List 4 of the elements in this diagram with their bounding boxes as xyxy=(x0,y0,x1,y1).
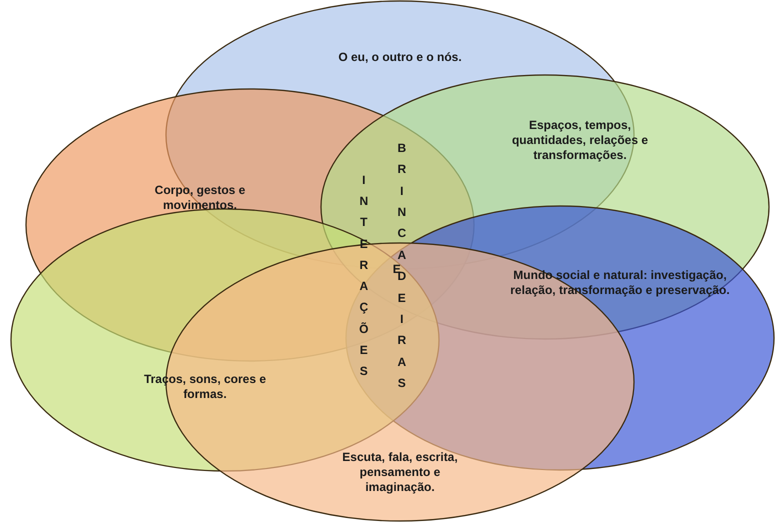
node-label: Corpo, gestos e movimentos. xyxy=(154,183,246,213)
node-label: O eu, o outro e o nós. xyxy=(337,50,463,65)
node-label: Escuta, fala, escrita, pensamento e imaginação. xyxy=(341,450,459,495)
node-label: Espaços, tempos, quantidades, relações e transformações. xyxy=(510,118,650,163)
